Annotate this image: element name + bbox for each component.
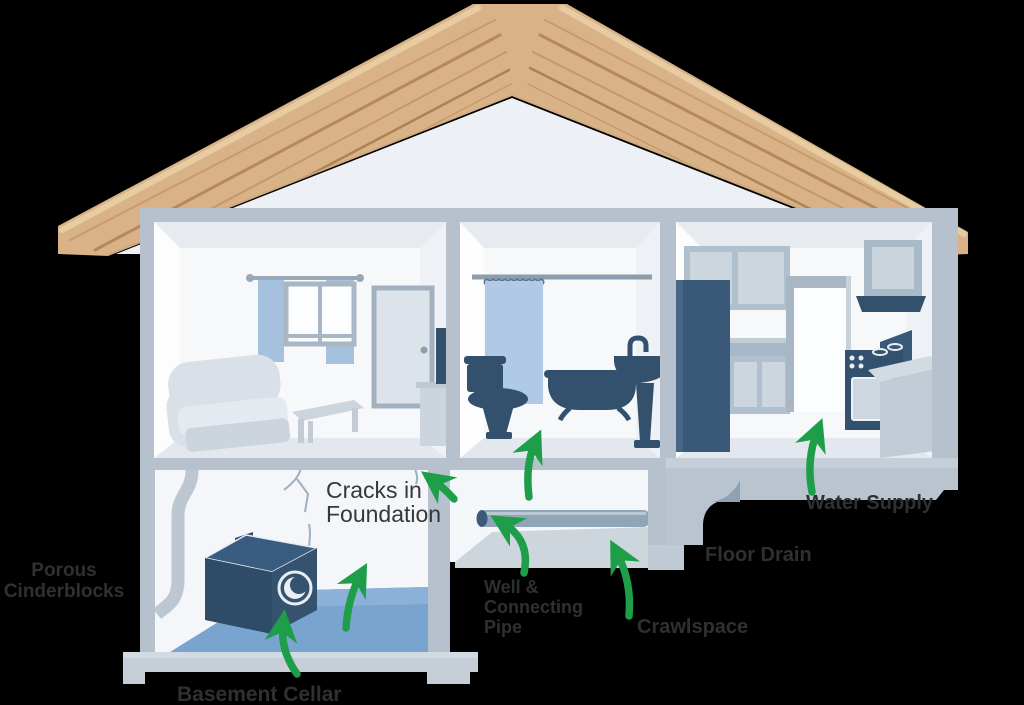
window [246,274,364,364]
foundation-slab [123,652,478,684]
arrow-crawlspace [610,539,640,620]
tv-stand [416,382,446,446]
crawlspace [450,470,684,570]
coffee-table [292,400,364,443]
tv [436,328,446,384]
arrow-well-pipe [490,515,530,577]
label-water-supply: Water Supply [806,492,934,514]
arrow-water-supply [795,418,826,496]
sink [614,335,660,448]
range-hood [856,240,926,312]
label-basement-cellar: Basement Cellar [177,683,342,705]
counter [868,356,932,458]
fridge [676,280,730,452]
arrows [264,418,826,678]
arrow-basement-cellar [264,609,301,678]
label-floor-drain: Floor Drain [705,544,812,566]
arrow-cracks-in-foundation [420,471,458,505]
sofa [166,354,291,452]
label-porous-cinderblocks: Porous Cinderblocks [3,560,125,602]
bathroom [460,222,660,458]
living-room [154,222,446,458]
toilet [464,356,528,439]
label-well-connecting-pipe: Well & Connecting Pipe [484,577,583,637]
arrow-bathroom [512,429,543,501]
arrow-basement-floor [336,562,368,632]
label-cracks-in-foundation: Cracks in Foundation [326,477,442,528]
drain-pipe [155,470,199,620]
washing-machine [202,532,320,634]
label-crawlspace: Crawlspace [637,616,749,638]
cabinets [684,246,790,414]
doorway [786,276,851,412]
bathtub [544,370,640,422]
kitchen [676,222,932,458]
